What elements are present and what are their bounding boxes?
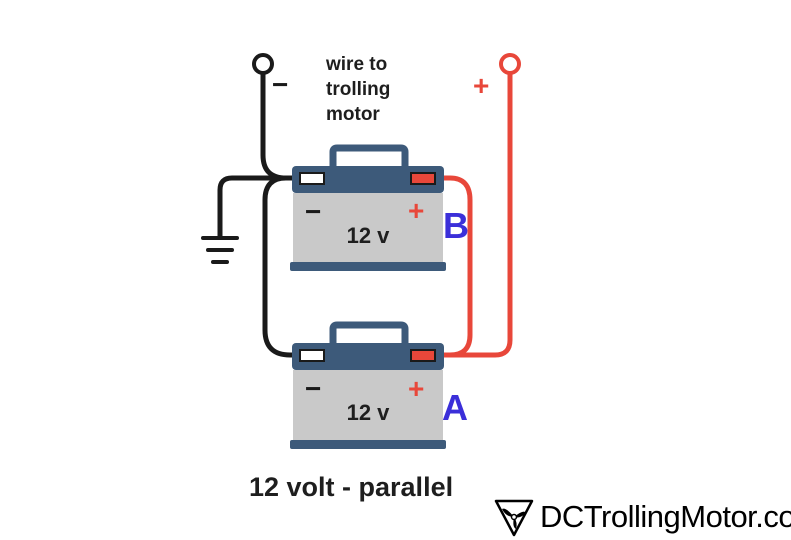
battery-a-base: [290, 440, 446, 449]
battery-a-voltage: 12 v: [347, 400, 391, 425]
battery-a-label: A: [442, 387, 468, 428]
ground-symbol: [201, 236, 239, 264]
propeller-logo-icon: [494, 499, 534, 537]
negative-terminal-ring: [252, 53, 274, 75]
positive-terminal-ring: [499, 53, 521, 75]
wire-label-line-2: trolling: [326, 79, 391, 100]
battery-b-neg-sign: −: [305, 196, 321, 227]
battery-b: − + 12 v: [290, 144, 446, 271]
negative-terminal-sign: −: [272, 69, 288, 100]
battery-b-pos-post: [410, 172, 436, 185]
positive-terminal-sign: +: [473, 70, 489, 101]
battery-a-top: [292, 343, 444, 370]
battery-b-voltage: 12 v: [347, 223, 391, 248]
battery-b-handle: [329, 144, 409, 167]
battery-b-pos-sign: +: [408, 195, 424, 226]
negative-jumper-wire: [262, 175, 303, 358]
positive-motor-wire: [447, 69, 513, 358]
battery-b-body: [293, 193, 443, 262]
battery-a-pos-post: [410, 349, 436, 362]
battery-a-pos-sign: +: [408, 373, 424, 404]
battery-a-neg-sign: −: [305, 373, 321, 404]
battery-b-neg-post: [299, 172, 325, 185]
positive-wires: [422, 69, 513, 358]
wire-label-line-3: motor: [326, 104, 380, 125]
battery-a-neg-post: [299, 349, 325, 362]
negative-wires: [217, 69, 303, 358]
brand-text: DCTrollingMotor.com: [540, 499, 791, 534]
battery-a-handle: [329, 321, 409, 344]
battery-a: − + 12 v: [290, 321, 446, 449]
wire-to-motor-label: wire to trolling motor: [326, 52, 446, 127]
wire-label-line-1: wire to: [326, 54, 388, 75]
diagram-caption: 12 volt - parallel: [249, 472, 454, 502]
ground-wire: [217, 175, 303, 239]
battery-b-base: [290, 262, 446, 271]
battery-b-top: [292, 166, 444, 193]
battery-a-body: [293, 370, 443, 440]
battery-b-label: B: [443, 205, 469, 246]
brand-watermark: DCTrollingMotor.com: [492, 494, 791, 540]
